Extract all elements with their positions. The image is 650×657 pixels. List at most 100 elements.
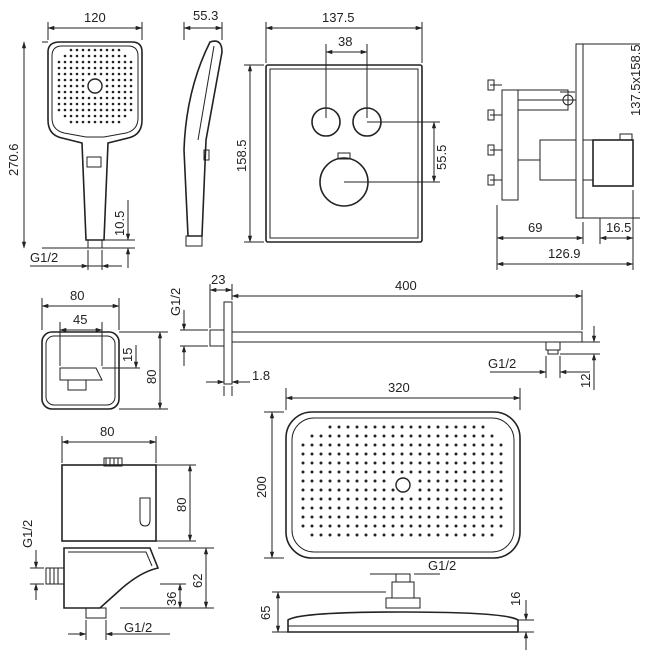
thermostat-total-dim: 126.9 xyxy=(548,246,581,261)
nozzle-dot xyxy=(111,84,115,88)
nozzle-dot xyxy=(382,434,386,438)
nozzle-dot xyxy=(400,461,404,465)
nozzle-dot xyxy=(427,443,431,447)
nozzle-dot xyxy=(93,66,97,70)
nozzle-dot xyxy=(472,506,476,510)
nozzle-dot xyxy=(346,533,350,537)
nozzle-dot xyxy=(319,488,323,492)
nozzle-dot xyxy=(382,461,386,465)
nozzle-dot xyxy=(409,497,413,501)
nozzle-dot xyxy=(364,524,368,528)
nozzle-dot xyxy=(418,524,422,528)
nozzle-dot xyxy=(472,488,476,492)
nozzle-dot xyxy=(111,102,115,106)
nozzle-dot xyxy=(400,443,404,447)
nozzle-dot xyxy=(445,506,449,510)
thermostat-height-dim: 158.5 xyxy=(234,139,249,172)
nozzle-dot xyxy=(310,497,314,501)
nozzle-dot xyxy=(319,461,323,465)
nozzle-dot xyxy=(75,66,79,70)
holder-offset-dim: 36 xyxy=(164,592,179,606)
nozzle-dot xyxy=(436,488,440,492)
nozzle-dot xyxy=(400,434,404,438)
thermostat-width-dim: 137.5 xyxy=(322,10,355,25)
nozzle-dot xyxy=(355,515,359,519)
nozzle-dot xyxy=(445,470,449,474)
nozzle-dot xyxy=(481,506,485,510)
hand-shower-depth-dim: 55.3 xyxy=(193,8,218,23)
nozzle-dot xyxy=(63,90,67,94)
nozzle-dot xyxy=(499,488,503,492)
nozzle-dot xyxy=(123,54,127,58)
nozzle-dot xyxy=(93,114,97,118)
nozzle-dot xyxy=(445,461,449,465)
hand-shower-front xyxy=(21,22,143,270)
nozzle-dot xyxy=(301,515,305,519)
nozzle-dot xyxy=(391,533,395,537)
nozzle-dot xyxy=(409,443,413,447)
nozzle-dot xyxy=(117,54,121,58)
nozzle-dot xyxy=(123,66,127,70)
nozzle-dot xyxy=(436,524,440,528)
nozzle-dot xyxy=(427,533,431,537)
wall-outlet-height-dim: 80 xyxy=(144,370,159,384)
nozzle-dot xyxy=(463,506,467,510)
nozzle-dot xyxy=(400,452,404,456)
nozzle-dot xyxy=(436,443,440,447)
nozzle-dot xyxy=(57,72,61,76)
nozzle-dot xyxy=(301,461,305,465)
nozzle-dot xyxy=(400,425,404,429)
nozzle-dot xyxy=(105,60,109,64)
nozzle-dot xyxy=(93,108,97,112)
nozzle-dot xyxy=(81,90,85,94)
nozzle-dot xyxy=(117,66,121,70)
nozzle-dot xyxy=(310,533,314,537)
nozzle-dot xyxy=(69,108,73,112)
nozzle-dot xyxy=(337,452,341,456)
nozzle-dot xyxy=(391,443,395,447)
holder-height2-dim: 62 xyxy=(190,574,205,588)
nozzle-dot xyxy=(337,488,341,492)
nozzle-dot xyxy=(436,470,440,474)
nozzle-dot xyxy=(499,461,503,465)
nozzle-dot xyxy=(301,452,305,456)
nozzle-dot xyxy=(301,524,305,528)
nozzle-dot xyxy=(373,497,377,501)
nozzle-dot xyxy=(490,452,494,456)
nozzle-dot xyxy=(436,515,440,519)
nozzle-dot xyxy=(427,488,431,492)
nozzle-dot xyxy=(409,452,413,456)
nozzle-dot xyxy=(111,54,115,58)
nozzle-dot xyxy=(355,488,359,492)
nozzle-dot xyxy=(337,479,341,483)
nozzle-dot xyxy=(454,434,458,438)
nozzle-dot xyxy=(463,425,467,429)
nozzle-dot xyxy=(391,452,395,456)
nozzle-dot xyxy=(69,114,73,118)
nozzle-dot xyxy=(400,497,404,501)
nozzle-dot xyxy=(75,90,79,94)
nozzle-dot xyxy=(75,108,79,112)
nozzle-dot xyxy=(111,72,115,76)
hand-shower-height-dim: 270.6 xyxy=(6,143,21,176)
nozzle-dot xyxy=(427,452,431,456)
thermostat-protrusion-dim: 16.5 xyxy=(606,220,631,235)
nozzle-dot xyxy=(382,425,386,429)
nozzle-dot xyxy=(499,452,503,456)
nozzle-dot xyxy=(69,78,73,82)
wall-outlet xyxy=(41,298,168,410)
nozzle-dot xyxy=(69,54,73,58)
nozzle-dot xyxy=(472,515,476,519)
nozzle-dot xyxy=(117,114,121,118)
nozzle-dot xyxy=(391,470,395,474)
nozzle-dot xyxy=(472,443,476,447)
nozzle-dot xyxy=(75,120,79,124)
nozzle-dot xyxy=(382,443,386,447)
nozzle-dot xyxy=(57,84,61,88)
nozzle-dot xyxy=(382,524,386,528)
nozzle-dot xyxy=(499,497,503,501)
nozzle-dot xyxy=(355,434,359,438)
nozzle-dot xyxy=(63,54,67,58)
nozzle-dot xyxy=(346,452,350,456)
nozzle-dot xyxy=(123,96,127,100)
